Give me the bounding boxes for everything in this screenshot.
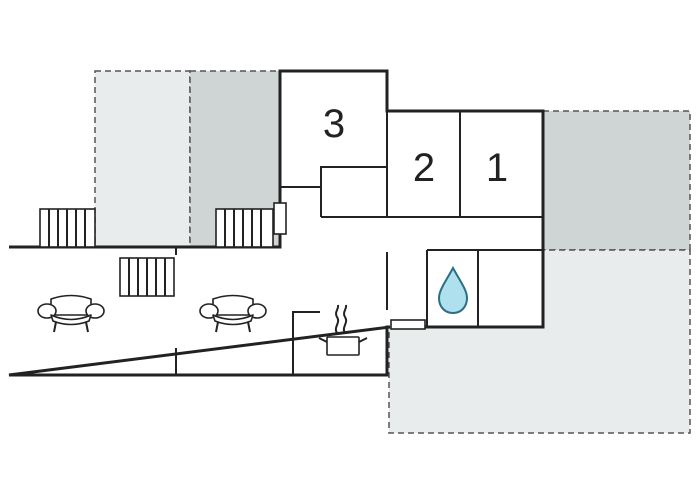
armchair-icon xyxy=(199,294,267,333)
room-label-2: 2 xyxy=(413,146,435,190)
terrace-right-shaded xyxy=(542,110,691,251)
interior-walls xyxy=(175,71,543,375)
window-rail-icon xyxy=(390,319,426,330)
water-drop-icon xyxy=(437,265,469,315)
staircase-icon xyxy=(39,208,96,248)
staircase-icon xyxy=(119,257,175,297)
staircase-icon xyxy=(215,208,274,248)
cooking-pot-icon xyxy=(318,304,368,356)
interior-fill xyxy=(9,71,543,375)
room-label-1: 1 xyxy=(486,146,508,190)
window-rail-icon xyxy=(273,202,287,235)
armchair-icon xyxy=(37,294,105,333)
terrace-left xyxy=(94,70,191,248)
room-label-3: 3 xyxy=(323,102,345,146)
